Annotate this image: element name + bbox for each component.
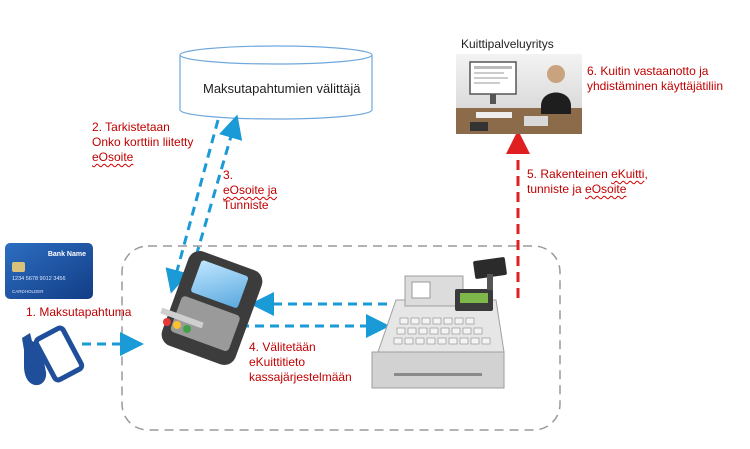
step-4-label: 4. Välitetään eKuittitieto kassajärjeste… [249,340,352,385]
step-4-line3: kassajärjestelmään [249,370,352,384]
step-5-line1-prefix: Rakenteinen [540,167,612,181]
receipt-service-title: Kuittipalveluyritys [461,37,554,51]
step-6-line1: Kuitin vastaanotto ja [600,64,709,78]
bank-card-name: Bank Name [48,251,86,258]
cash-register-image [371,257,507,389]
step-6-number: 6. [587,64,598,78]
step-3-line1: eOsoite ja [223,183,278,197]
step-3-label: 3. eOsoite ja Tunniste [223,168,277,213]
mobile-payment-icon [22,325,85,386]
step-3-number: 3. [223,168,234,182]
step-5-number: 5. [527,167,538,181]
step-5-line2-prefix: tunniste ja [527,182,586,196]
step-1-label: 1. Maksutapahtuma [26,305,131,320]
step-5-line2-word: eOsoite [585,182,627,196]
bank-card-holder: CARDHOLDER [12,289,44,294]
step-4-line1: Välitetään [262,340,316,354]
step-6-label: 6. Kuitin vastaanotto ja yhdistäminen kä… [587,64,723,94]
step-4-line2: eKuittitieto [249,355,306,369]
clearing-house-label: Maksutapahtumien välittäjä [203,81,361,96]
step-2-line3: eOsoite [92,150,134,164]
step-1-number: 1. [26,305,37,319]
step-5-line1-word: eKuitti [611,167,645,181]
clearing-house-cylinder [179,45,373,120]
step-5-line1-suffix: , [644,167,648,181]
step-5-label: 5. Rakenteinen eKuitti, tunniste ja eOso… [527,167,648,197]
step-2-line1: Tarkistetaan [105,120,170,134]
bank-card-image: Bank Name 1234 5678 9012 3456 CARDHOLDER [5,243,93,299]
bank-card-number: 1234 5678 9012 3456 [12,276,66,282]
arrow-3-eaddress-id [190,114,243,271]
step-1-text: Maksutapahtuma [39,305,132,319]
step-3-line2: Tunniste [223,198,269,212]
payment-terminal-image [160,251,263,365]
step-6-line2: yhdistäminen käyttäjätiliin [587,79,724,93]
step-2-line2: Onko korttiin liitetty [92,135,194,149]
step-4-number: 4. [249,340,260,354]
step-2-label: 2. Tarkistetaan Onko korttiin liitetty e… [92,120,193,165]
step-2-number: 2. [92,120,103,134]
arrow-2-check-eaddress [165,119,220,294]
receipt-service-office-image [456,54,582,134]
